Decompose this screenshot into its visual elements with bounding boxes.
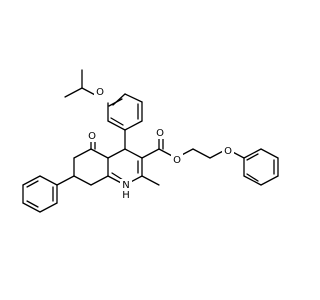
nitrogen-label: N bbox=[122, 180, 129, 191]
aryl-ring-ortho-substituted bbox=[107, 93, 143, 131]
oxygen-label-phenoxy: O bbox=[224, 146, 232, 157]
methyl-group bbox=[141, 175, 160, 186]
oxygen-label-ketone: O bbox=[88, 131, 96, 142]
phenyl-ring-left bbox=[22, 175, 75, 213]
oxygen-label-isopropoxy: O bbox=[96, 87, 104, 98]
phenoxy-ring bbox=[226, 148, 279, 186]
oxygen-label-ester-carbonyl: O bbox=[156, 128, 164, 139]
oxygen-label-ester: O bbox=[173, 155, 181, 166]
isopropyl-group bbox=[64, 69, 100, 98]
hydrogen-label: H bbox=[122, 190, 130, 201]
molecule-structure: O O O O O N H bbox=[22, 69, 279, 213]
molecule-canvas: O O O O O N H bbox=[22, 69, 279, 213]
